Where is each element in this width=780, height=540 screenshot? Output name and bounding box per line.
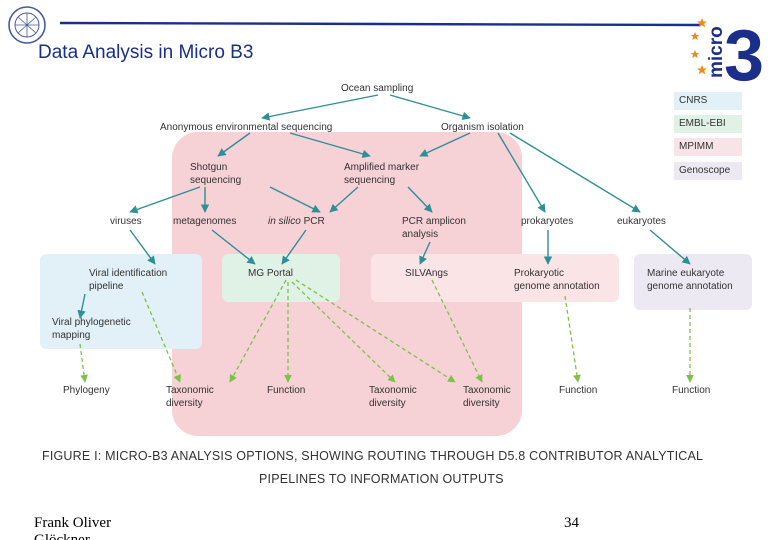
header-rule	[60, 21, 700, 27]
node-viral-identification: Viral identification pipeline	[89, 267, 167, 293]
node-viral-id-line2: pipeline	[89, 281, 124, 292]
output-phylogeny: Phylogeny	[63, 385, 110, 396]
legend-cnrs: CNRS	[674, 92, 742, 110]
university-seal-icon	[8, 6, 46, 44]
node-shotgun-sequencing: Shotgun sequencing	[190, 161, 241, 187]
output-taxonomic-diversity-b: Taxonomic diversity	[369, 384, 417, 410]
output-function-c: Function	[672, 385, 711, 396]
output-taxonomic-diversity-c: Taxonomic diversity	[463, 384, 511, 410]
logo-digit: 3	[724, 16, 764, 84]
node-pcr-amplicon: PCR amplicon analysis	[402, 215, 466, 241]
node-prok-annot-line1: Prokaryotic	[514, 268, 565, 279]
node-in-silico-rest: PCR	[300, 216, 325, 227]
node-shotgun-line1: Shotgun	[190, 162, 228, 173]
node-amplified-line1: Amplified marker	[344, 162, 420, 173]
node-viral-phylo-line2: mapping	[52, 330, 91, 341]
output-taxonomic-diversity-a: Taxonomic diversity	[166, 384, 214, 410]
cnrs-box	[40, 254, 202, 349]
output-tax-b-line2: diversity	[369, 398, 406, 409]
silva-prok-box	[371, 254, 619, 302]
node-pcr-amplicon-line1: PCR amplicon	[402, 216, 466, 227]
node-shotgun-line2: sequencing	[190, 175, 242, 186]
output-tax-a-line2: diversity	[166, 398, 203, 409]
node-mg-portal: MG Portal	[248, 268, 294, 279]
mpimm-region	[172, 132, 522, 436]
slide-title: Data Analysis in Micro B3	[38, 42, 254, 63]
node-viral-id-line1: Viral identification	[89, 268, 168, 279]
node-viruses: viruses	[110, 216, 142, 227]
output-function-a: Function	[267, 385, 306, 396]
node-ocean-sampling: Ocean sampling	[341, 83, 414, 94]
output-function-b: Function	[559, 385, 598, 396]
node-viral-phylogenetic: Viral phylogenetic mapping	[52, 316, 131, 342]
node-metagenomes: metagenomes	[173, 216, 237, 227]
legend-mpimm: MPIMM	[674, 138, 742, 156]
page-number: 34	[564, 515, 579, 531]
micro-b3-logo: micro 3	[690, 16, 764, 84]
node-in-silico-pcr: in silico PCR	[268, 215, 325, 228]
node-eukaryotes: eukaryotes	[617, 216, 666, 227]
node-prokaryotes: prokaryotes	[521, 216, 574, 227]
node-organism-isolation: Organism isolation	[441, 122, 524, 133]
genoscope-box	[634, 254, 752, 310]
legend-genoscope: Genoscope	[674, 162, 742, 180]
legend-embl-ebi: EMBL-EBI	[674, 115, 742, 133]
footer-author: Frank Oliver	[34, 515, 112, 531]
footer-author-overflow: Glöckner	[34, 532, 90, 540]
node-viral-phylo-line1: Viral phylogenetic	[52, 317, 131, 328]
node-amplified-line2: sequencing	[344, 175, 396, 186]
node-prokaryotic-annotation: Prokaryotic genome annotation	[514, 267, 600, 293]
output-tax-c-line1: Taxonomic	[463, 385, 511, 396]
output-tax-b-line1: Taxonomic	[369, 385, 417, 396]
node-in-silico-italic: in silico	[268, 216, 301, 227]
logo-text: micro	[706, 26, 727, 78]
output-tax-a-line1: Taxonomic	[166, 385, 214, 396]
node-silvangs: SILVAngs	[405, 268, 448, 279]
node-marine-euk-line2: genome annotation	[647, 281, 733, 292]
node-anonymous-sequencing: Anonymous environmental sequencing	[160, 122, 333, 133]
node-marine-euk-line1: Marine eukaryote	[647, 268, 725, 279]
node-marine-eukaryote-annotation: Marine eukaryote genome annotation	[647, 267, 733, 293]
output-tax-c-line2: diversity	[463, 398, 500, 409]
node-pcr-amplicon-line2: analysis	[402, 229, 439, 240]
figure-caption-line2: PIPELINES TO INFORMATION OUTPUTS	[259, 472, 504, 486]
figure-caption-line1: FIGURE I: MICRO-B3 ANALYSIS OPTIONS, SHO…	[42, 449, 704, 463]
node-prok-annot-line2: genome annotation	[514, 281, 600, 292]
star-icon	[690, 18, 707, 75]
node-amplified-marker: Amplified marker sequencing	[344, 161, 419, 187]
